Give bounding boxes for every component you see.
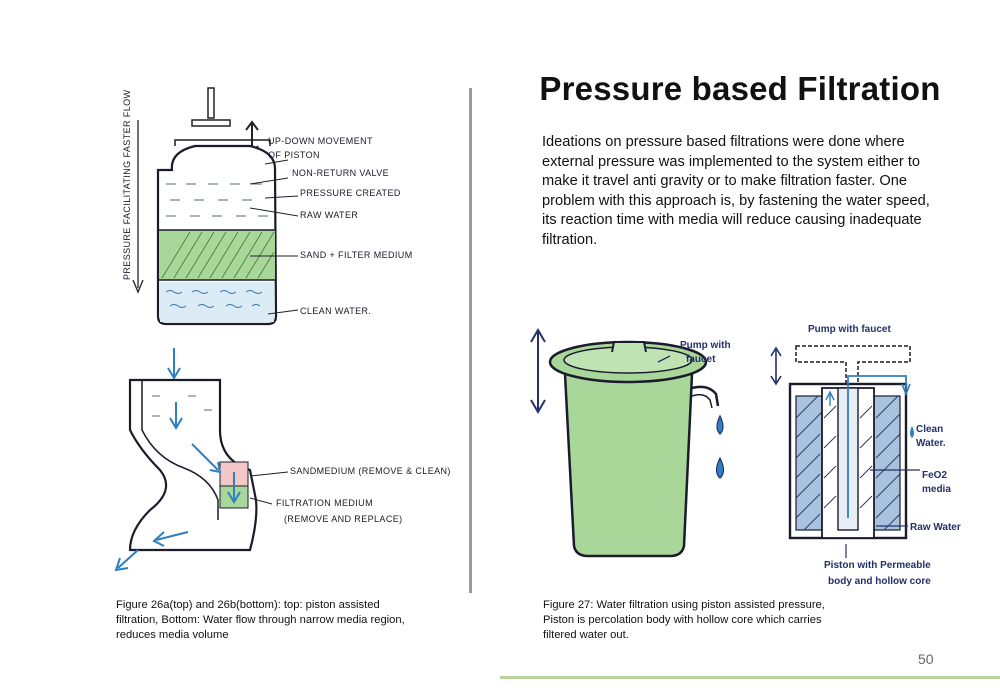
piston-filter-cutaway [788, 345, 914, 540]
label-clean-water: CLEAN WATER. [300, 306, 371, 316]
label-raw-water-right: Raw Water [910, 522, 961, 533]
label-faucet: faucet [686, 354, 716, 365]
label-filtration-medium-2: (REMOVE AND REPLACE) [284, 514, 403, 524]
piston-container [156, 139, 278, 326]
side-pressure-arrow: PRESSURE FACILITATING FASTER FLOW [122, 90, 144, 294]
figure-27-caption: Figure 27: Water filtration using piston… [543, 599, 825, 641]
label-piston-2: body and hollow core [828, 576, 931, 587]
label-updown-2: OF PISTON [268, 150, 320, 160]
page-title: Pressure based Filtration [539, 70, 941, 107]
label-clean: Clean [916, 424, 943, 435]
label-pressure: PRESSURE CREATED [300, 188, 401, 198]
green-filter-jug [548, 340, 725, 558]
label-piston: Piston with Permeable [824, 560, 931, 571]
updown-arrow-small-icon [770, 346, 782, 386]
label-media: media [922, 484, 951, 495]
label-sand-medium-bottom: SANDMEDIUM (REMOVE & CLEAN) [290, 466, 451, 476]
narrow-flow-container [114, 348, 258, 572]
figure-27-sketch: Pump with faucet Pump with faucet Clean … [530, 324, 961, 587]
label-updown: UP-DOWN MOVEMENT [268, 136, 373, 146]
updown-arrow-icon [530, 328, 546, 414]
footer-rule [500, 676, 1000, 679]
label-filtration-medium: FILTRATION MEDIUM [276, 498, 373, 508]
side-pressure-label: PRESSURE FACILITATING FASTER FLOW [122, 90, 132, 280]
column-divider [469, 88, 472, 593]
page-number: 50 [918, 651, 934, 667]
body-paragraph: Ideations on pressure based filtrations … [542, 134, 930, 248]
label-water: Water. [916, 438, 946, 449]
figure-26-caption: Figure 26a(top) and 26b(bottom): top: pi… [116, 599, 405, 641]
label-pump-with: Pump with [680, 340, 731, 351]
label-pump-with-faucet: Pump with faucet [808, 324, 891, 335]
label-feo2: FeO2 [922, 470, 947, 481]
piston-handle [191, 87, 231, 127]
label-raw-water: RAW WATER [300, 210, 358, 220]
figure-26-sketch: PRESSURE FACILITATING FASTER FLOW [114, 87, 451, 572]
label-sand-medium: SAND + FILTER MEDIUM [300, 250, 413, 260]
label-valve: NON-RETURN VALVE [292, 168, 389, 178]
